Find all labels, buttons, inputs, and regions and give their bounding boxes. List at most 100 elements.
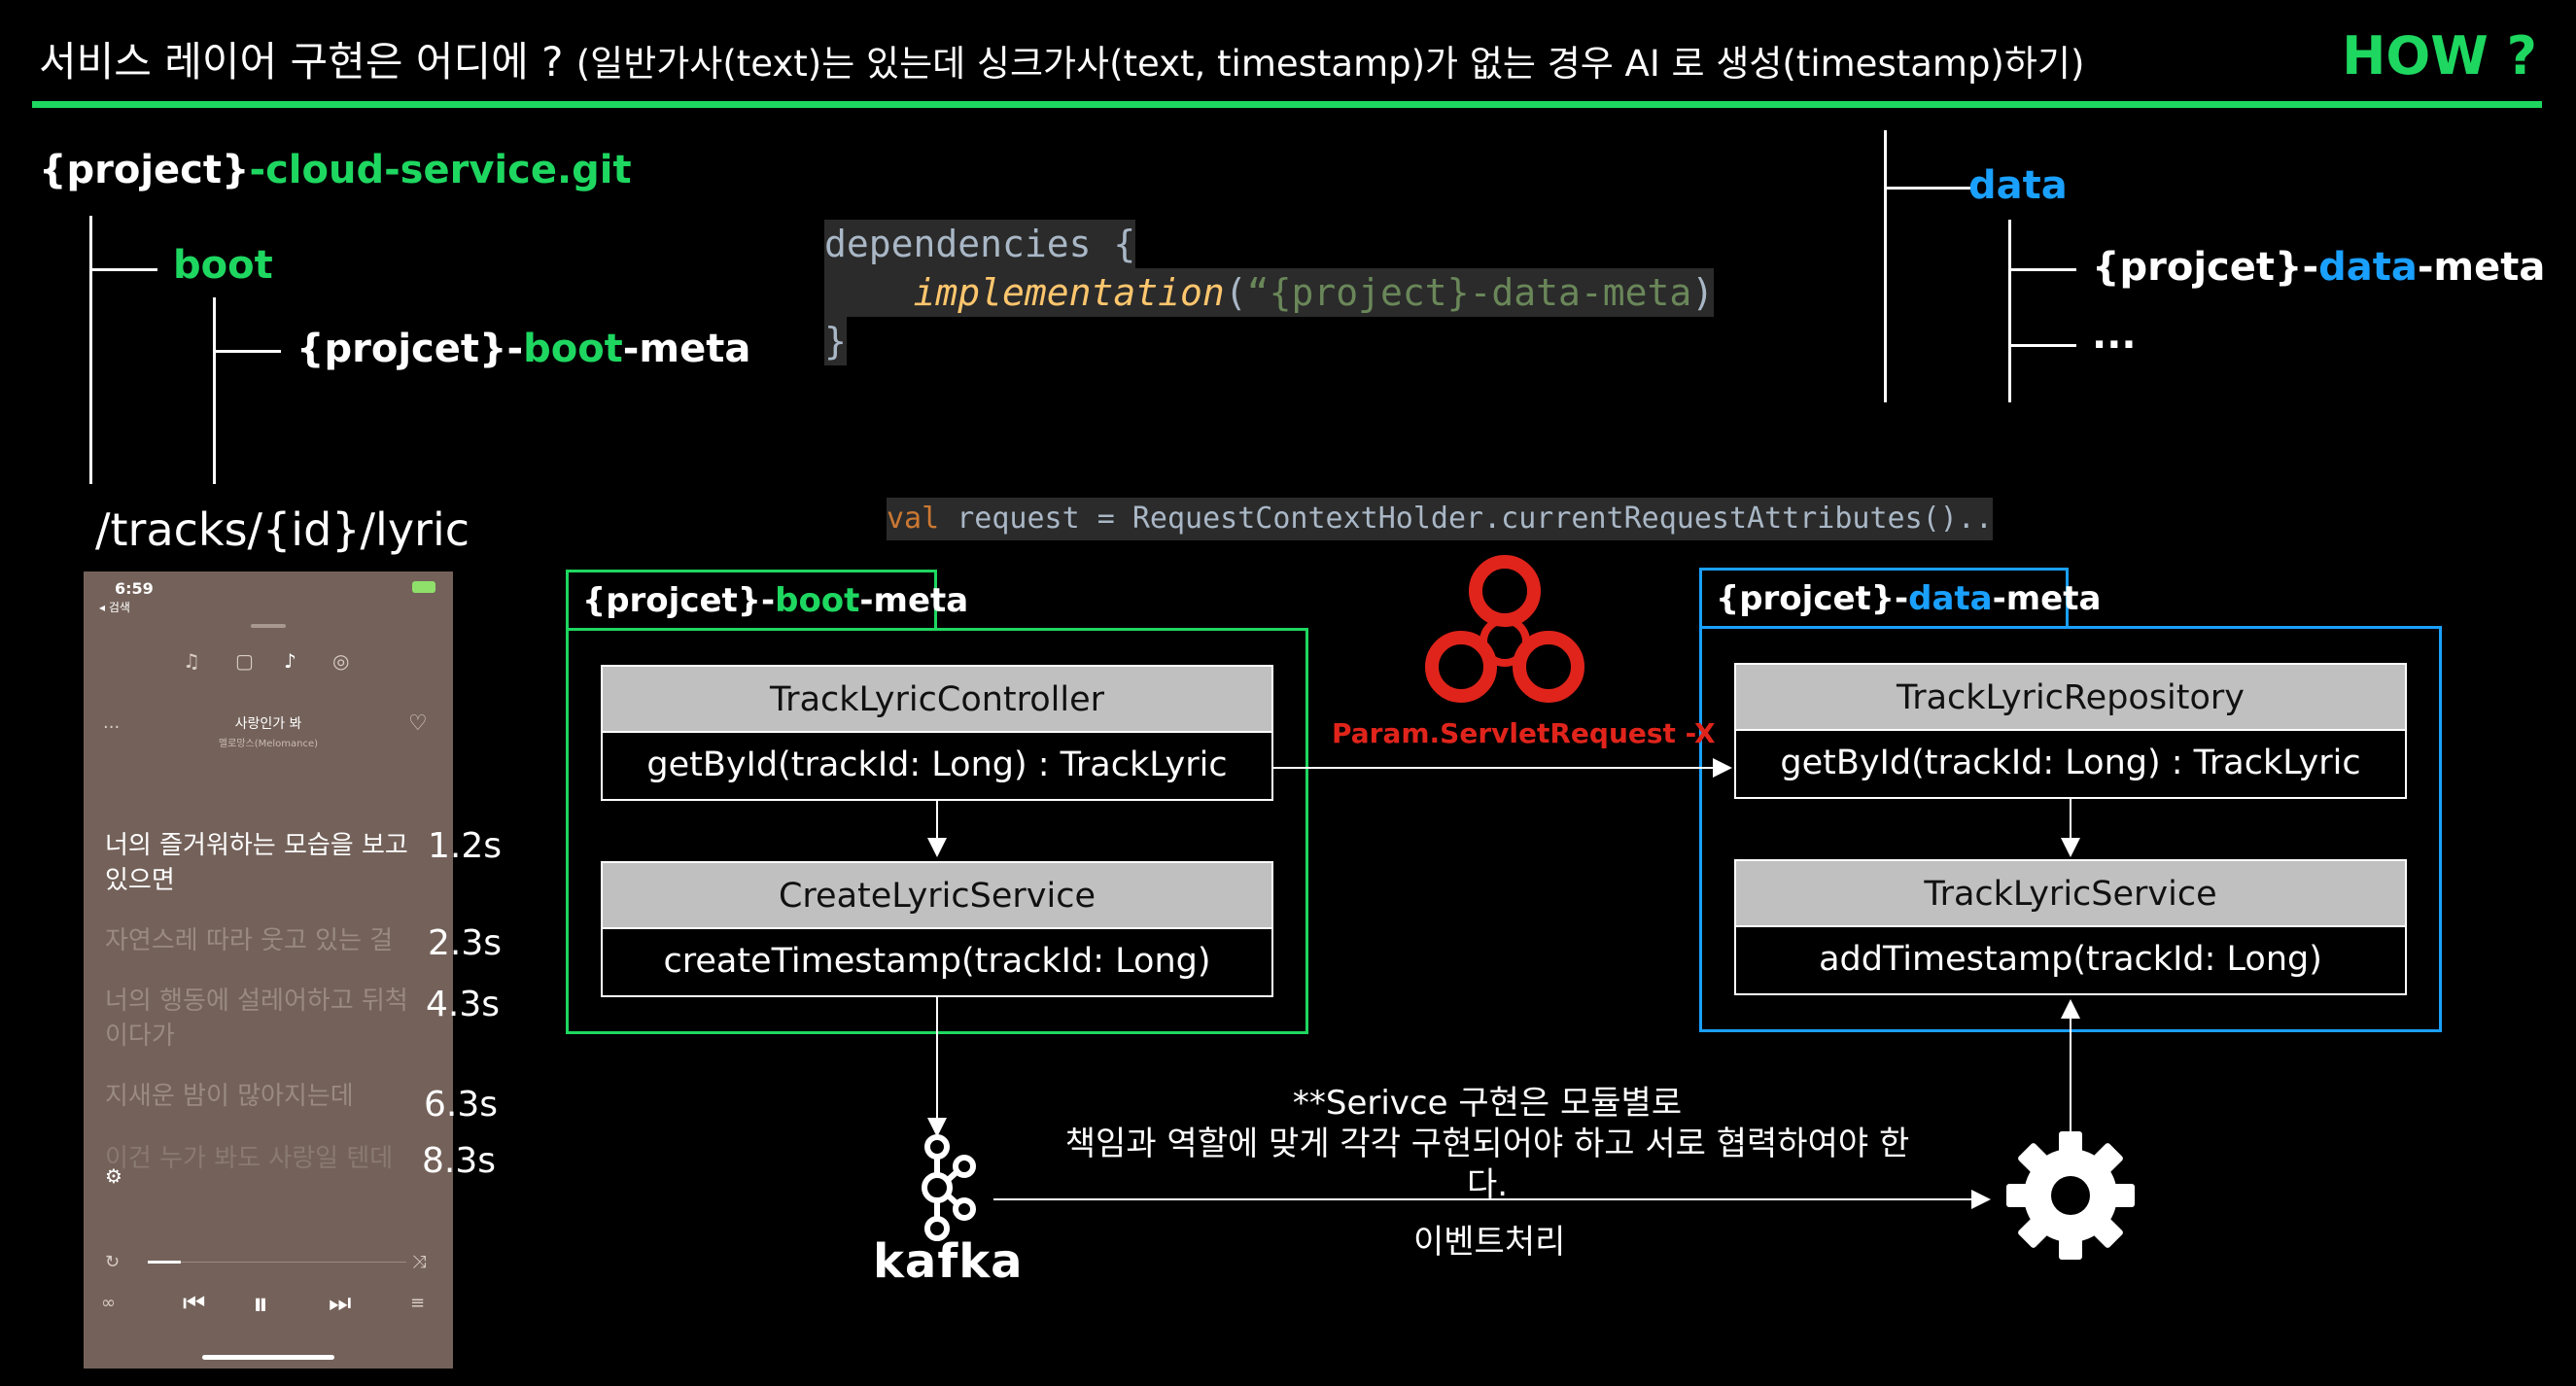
lyric-timing: 1.2s	[428, 826, 503, 866]
boot-module-tab: {projcet}-boot-meta	[566, 570, 968, 630]
class-method: createTimestamp(trackId: Long)	[603, 929, 1271, 993]
how-label: HOW ?	[2342, 25, 2537, 87]
tab-prefix: {projcet}-	[582, 581, 776, 620]
left-tree-boot: boot	[173, 243, 273, 288]
code-line-3: }	[824, 317, 847, 365]
page-title: 서비스 레이어 구현은 어디에 ? (일반가사(text)는 있는데 싱크가사(…	[39, 29, 2084, 88]
lyric-timing: 6.3s	[424, 1085, 499, 1125]
code-close: )	[1691, 271, 1715, 314]
tab-prefix: {projcet}-	[1716, 579, 1909, 618]
progress-fill	[148, 1261, 181, 1264]
code-paren: (	[1224, 271, 1247, 314]
class-name: TrackLyricRepository	[1736, 665, 2405, 731]
lyric-line[interactable]: 지새운 밤이 많아지는데	[105, 1082, 354, 1111]
left-tree-leaf: {projcet}-boot-meta	[296, 327, 750, 371]
right-tree-data: data	[1968, 163, 2068, 208]
lyric-timing: 4.3s	[426, 985, 501, 1024]
right-tree-leaf: {projcet}-data-meta	[2092, 245, 2545, 290]
root-brace: {project}	[39, 148, 250, 192]
create-lyric-service-class: CreateLyricService createTimestamp(track…	[601, 861, 1273, 997]
crossfade-icon[interactable]: ∞	[101, 1293, 116, 1313]
class-name: TrackLyricController	[603, 667, 1271, 733]
tree-branch	[2008, 268, 2076, 271]
tree-branch	[1884, 187, 1977, 190]
class-name: CreateLyricService	[603, 863, 1271, 929]
data-module-tab: {projcet}-data-meta	[1699, 568, 2101, 628]
note-line-2: 책임과 역할에 맞게 각각 구현되어야 하고 서로 협력하여야 한다.	[1064, 1125, 1910, 1204]
tree-line	[1884, 130, 1887, 402]
left-tree-root: {project}-cloud-service.git	[39, 148, 632, 192]
repository-class: TrackLyricRepository getById(trackId: Lo…	[1734, 663, 2407, 799]
tab-suffix: -meta	[1992, 579, 2102, 618]
previous-icon[interactable]: ⏮	[183, 1289, 206, 1318]
class-method: getById(trackId: Long) : TrackLyric	[603, 733, 1271, 797]
code-rest: request = RequestContextHolder.currentRe…	[939, 502, 1993, 536]
tab-mid: data	[1908, 579, 1993, 618]
track-lyric-service-class: TrackLyricService addTimestamp(trackId: …	[1734, 859, 2407, 995]
home-indicator	[202, 1355, 334, 1360]
phone-time: 6:59	[115, 579, 154, 598]
right-tree-ellipsis: ...	[2092, 313, 2137, 358]
song-title: 사랑인가 봐	[234, 716, 302, 732]
more-icon[interactable]: ···	[103, 717, 121, 738]
event-label: 이벤트처리	[1413, 1223, 1566, 1262]
leaf-suffix: -meta	[622, 327, 751, 371]
music-note-icon[interactable]: ♫	[183, 649, 200, 673]
battery-icon	[412, 581, 435, 593]
leaf-prefix: {projcet}-	[2092, 245, 2319, 290]
controller-class: TrackLyricController getById(trackId: Lo…	[601, 665, 1273, 801]
equalizer-icon[interactable]: ◎	[332, 649, 350, 673]
song-artist: 멜로망스(Melomance)	[218, 739, 319, 749]
heart-icon[interactable]: ♡	[408, 711, 428, 736]
repeat-icon[interactable]: ↻	[105, 1252, 121, 1272]
settings-small-icon[interactable]: ⚙	[105, 1164, 122, 1188]
design-note: **Serivce 구현은 모듈별로 책임과 역할에 맞게 각각 구현되어야 하…	[1060, 1083, 1915, 1205]
leaf-suffix: -meta	[2417, 245, 2546, 290]
pause-icon[interactable]: ⏸	[253, 1285, 269, 1322]
playlist-icon[interactable]: ≡	[410, 1293, 426, 1313]
lyric-line[interactable]: 이건 누가 봐도 사랑일 텐데	[105, 1144, 394, 1173]
drag-handle[interactable]	[251, 624, 286, 628]
kafka-label: kafka	[873, 1234, 1024, 1289]
phone-back[interactable]: ◂ 검색	[99, 601, 130, 614]
progress-track[interactable]	[181, 1262, 406, 1263]
lyric-line[interactable]: 자연스레 따라 웃고 있는 걸	[105, 926, 394, 955]
gear-icon	[2006, 1131, 2135, 1260]
code-str: “{project}-data-meta	[1246, 271, 1692, 314]
tree-line	[89, 216, 92, 484]
tree-branch	[213, 350, 281, 353]
biohazard-icon	[1425, 555, 1584, 703]
code-fn: implementation	[913, 271, 1225, 314]
title-sub: (일반가사(text)는 있는데 싱크가사(text, timestamp)가 …	[575, 43, 2085, 85]
shuffle-icon[interactable]: ⤨	[412, 1252, 427, 1272]
next-icon[interactable]: ⏭	[329, 1289, 352, 1318]
lyric-line[interactable]: 너의 즐거워하는 모습을 보고 있으면	[105, 831, 408, 895]
lyric-line[interactable]: 너의 행동에 설레어하고 뒤척이다가	[105, 987, 408, 1051]
tab-mid: boot	[775, 581, 860, 620]
root-suffix: -cloud-service.git	[249, 148, 632, 192]
note-line-1: **Serivce 구현은 모듈별로	[1292, 1084, 1683, 1123]
lyrics-icon[interactable]: ♪	[284, 649, 296, 673]
phone-screenshot: 6:59 ◂ 검색 ♫ ▢ ♪ ◎ ··· 사랑인가 봐 멜로망스(Meloma…	[84, 572, 453, 1369]
tab-suffix: -meta	[859, 581, 969, 620]
tree-line	[2008, 220, 2011, 402]
lyric-timing: 8.3s	[422, 1141, 497, 1181]
lyric-timing: 2.3s	[428, 923, 503, 963]
kafka-icon	[922, 1134, 976, 1241]
code-kw: val	[887, 502, 940, 536]
header-divider	[32, 101, 2542, 108]
tree-line	[213, 297, 216, 484]
tree-branch	[89, 268, 157, 271]
class-method: addTimestamp(trackId: Long)	[1736, 927, 2405, 991]
chat-icon[interactable]: ▢	[235, 649, 254, 673]
class-method: getById(trackId: Long) : TrackLyric	[1736, 731, 2405, 795]
tree-branch	[2008, 344, 2076, 347]
class-name: TrackLyricService	[1736, 861, 2405, 927]
leaf-prefix: {projcet}-	[296, 327, 524, 371]
request-code: val request = RequestContextHolder.curre…	[887, 498, 1993, 540]
endpoint-path: /tracks/{id}/lyric	[95, 503, 470, 556]
leaf-mid: boot	[523, 327, 623, 371]
title-main: 서비스 레이어 구현은 어디에 ?	[39, 38, 564, 86]
code-line-2: implementation(“{project}-data-meta)	[824, 268, 1715, 317]
